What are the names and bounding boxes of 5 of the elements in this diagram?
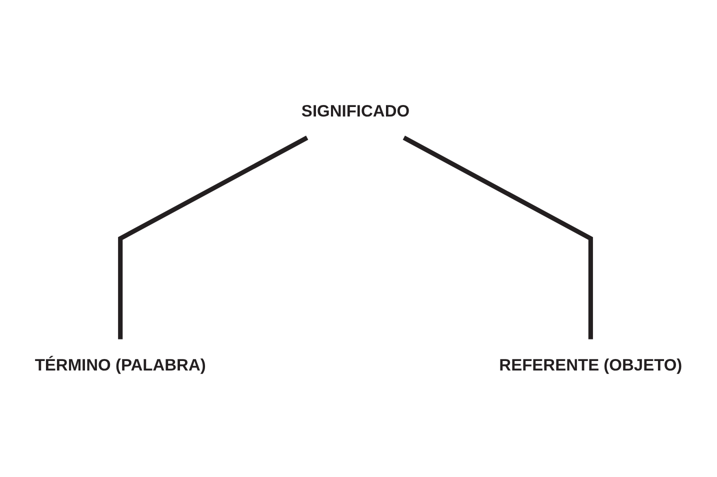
connector: [402, 136, 593, 340]
node-text: REFERENTE (OBJETO): [499, 356, 682, 374]
node-text: TÉRMINO (PALABRA): [34, 356, 206, 374]
node-text: SIGNIFICADO: [301, 102, 410, 120]
connector: [118, 136, 308, 340]
